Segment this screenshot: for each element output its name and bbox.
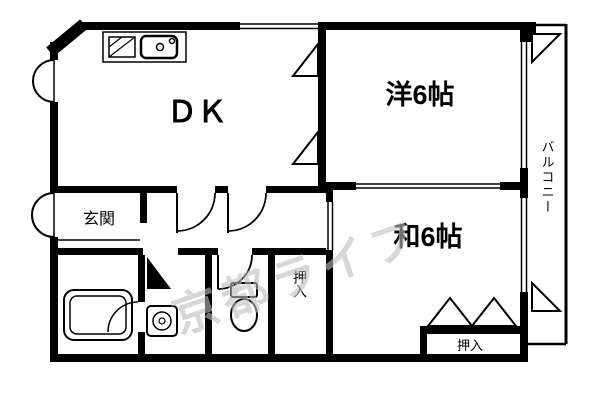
label-closet-bottom: 押入 bbox=[457, 338, 483, 353]
balcony-triangle-top bbox=[531, 33, 563, 65]
toilet-door-swing bbox=[217, 254, 253, 290]
wall-japanese-left-2 bbox=[326, 250, 333, 354]
wall-left-1 bbox=[50, 42, 58, 60]
closet-zigzag-doors bbox=[425, 296, 519, 327]
wall-hall-bottom-1 bbox=[58, 248, 143, 255]
toilet-bowl bbox=[230, 298, 258, 332]
stove-icon bbox=[108, 36, 123, 48]
left-wall-arcs bbox=[31, 59, 55, 238]
washroom-door-triangle bbox=[147, 257, 171, 289]
wall-bath-wash-2 bbox=[138, 332, 145, 354]
wall-western-japanese-2 bbox=[500, 182, 528, 190]
wall-left-2 bbox=[50, 102, 58, 193]
wall-top-left bbox=[78, 22, 240, 30]
wall-closet-bottom-top bbox=[420, 326, 520, 334]
bathtub-outer bbox=[63, 289, 133, 341]
washing-machine-icon bbox=[146, 305, 178, 337]
bathtub-inner bbox=[69, 295, 127, 335]
wall-dk-hall-1 bbox=[58, 186, 177, 193]
wall-bottom bbox=[50, 354, 525, 362]
washer-drum bbox=[152, 311, 172, 331]
wall-left-3 bbox=[50, 237, 58, 362]
sink-drain-icon bbox=[155, 42, 165, 52]
wall-bath-wash-1 bbox=[138, 255, 145, 302]
wall-wash-toilet bbox=[205, 255, 212, 354]
wall-dk-hall-2 bbox=[215, 186, 228, 193]
wall-hall-bottom-3 bbox=[252, 248, 326, 255]
outer-walls bbox=[46, 19, 536, 362]
wall-closet-bottom-left bbox=[420, 326, 427, 356]
toilet-tank bbox=[230, 282, 258, 298]
window-triangles bbox=[290, 33, 563, 312]
kitchen-counter bbox=[102, 31, 187, 63]
doors bbox=[107, 192, 267, 333]
wall-right-bottom bbox=[520, 292, 528, 362]
label-closet-middle: 押入 bbox=[292, 270, 308, 298]
wall-hall-bottom-2 bbox=[178, 248, 218, 255]
interior-walls bbox=[58, 30, 528, 356]
label-western-room: 洋6帖 bbox=[385, 79, 454, 110]
wall-toilet-closet bbox=[268, 255, 275, 354]
hall-door-1-swing bbox=[176, 192, 216, 232]
balcony-triangle-bottom bbox=[531, 280, 563, 312]
stove-icon bbox=[108, 36, 136, 58]
label-balcony: バルコニー bbox=[540, 140, 555, 215]
bathtub-icon bbox=[63, 289, 133, 341]
label-entrance: 玄関 bbox=[83, 210, 115, 228]
closet-door-triangle-2 bbox=[469, 296, 519, 327]
wall-dk-western bbox=[318, 30, 326, 186]
dk-wall-triangle-bottom bbox=[290, 129, 319, 165]
faucet-icon bbox=[168, 37, 176, 45]
bath-door-swing bbox=[107, 301, 139, 333]
bay-window-arc bbox=[32, 59, 55, 103]
wall-japanese-left-1 bbox=[326, 190, 333, 202]
sink-icon bbox=[139, 34, 179, 60]
washer-pan bbox=[146, 305, 178, 337]
wall-western-japanese-1 bbox=[326, 182, 356, 190]
toilet-icon bbox=[230, 282, 258, 332]
room-labels: ＤＫ 洋6帖 和6帖 玄関 押入 押入 バルコニー bbox=[83, 79, 555, 353]
wall-top-right bbox=[318, 22, 536, 30]
washer-drain bbox=[158, 317, 166, 325]
label-japanese-room: 和6帖 bbox=[393, 222, 462, 252]
closet-door-triangle-1 bbox=[425, 296, 475, 327]
wall-entrance-right bbox=[140, 193, 147, 223]
label-dk: ＤＫ bbox=[167, 96, 227, 129]
counter-outline bbox=[102, 31, 187, 63]
hall-door-2-swing bbox=[227, 192, 267, 232]
balcony-outline bbox=[528, 23, 568, 346]
entrance-door-arc bbox=[31, 192, 55, 238]
dk-wall-triangle-top bbox=[290, 41, 319, 77]
windows bbox=[53, 23, 528, 292]
wall-dk-hall-3 bbox=[266, 186, 326, 193]
